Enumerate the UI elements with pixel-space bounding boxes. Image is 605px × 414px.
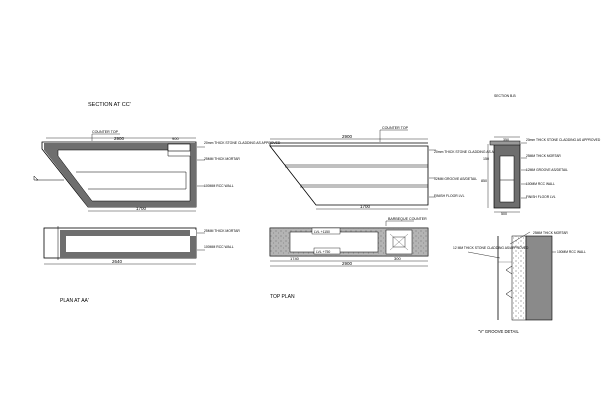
section-cc-label-cladding: 20mm THICK STONE CLADDING AS APPROVED: [204, 141, 281, 145]
plan-aa-title: PLAN AT AA': [60, 298, 89, 304]
section-bb-title: SECTION B-B: [494, 94, 516, 98]
top-plan-lvl-a: LVL +1150: [314, 230, 330, 234]
section-cc-view: SECTION AT CC' 2900 900 COUNTER TOP 1700…: [33, 102, 281, 212]
plan-aa-label-mortar: 25MM THICK MORTAR: [204, 229, 240, 233]
section-bb-void: [499, 155, 515, 203]
section-bb-label-mortar: 25MM THICK MORTAR: [526, 154, 561, 158]
v-groove-label-mortar: 25MM THICK MORTAR: [533, 231, 568, 235]
section-cc-label-mortar: 25MM THICK MORTAR: [204, 157, 240, 161]
elevation-counter-top-label: COUNTER TOP: [382, 126, 409, 130]
elevation-cladding: [269, 145, 429, 206]
v-groove-label-cladding: 12 MM THICK STONE CLADDING AS/APPROVED: [453, 246, 529, 250]
section-bb-label-wall: 100MM RCC WALL: [526, 182, 555, 186]
section-bb-label-cladding: 20mm THICK STONE CLADDING AS APPROVED: [526, 138, 601, 142]
section-cc-dim-step: 900: [172, 136, 179, 141]
section-cc-counter-top-label: COUNTER TOP: [92, 130, 119, 134]
level-marker-icon: [33, 175, 39, 181]
v-groove-label-wall: 100MM RCC WALL: [557, 250, 586, 254]
v-groove-wall: [525, 235, 553, 321]
plan-aa-label-wall: 100MM RCC WALL: [204, 245, 234, 249]
section-cc-opening: [167, 143, 191, 152]
top-plan-lvl-b: LVL +750: [316, 250, 330, 254]
top-plan-view: LVL +1150 LVL +750 BARBEQUE COUNTER 1740…: [269, 217, 429, 300]
section-bb-dim-bottom: 500: [501, 212, 507, 216]
section-bb-top: [489, 140, 521, 146]
v-groove-detail: 25MM THICK MORTAR 100MM RCC WALL 12 MM T…: [453, 231, 586, 334]
section-cc-dim-top: 2900: [114, 136, 125, 141]
top-plan-dim-small: 300: [394, 256, 401, 261]
section-bb-label-groove: 12MM GROOVE AS/DETAIL: [526, 168, 568, 172]
section-cc-void: [57, 149, 191, 202]
elevation-label-cladding: 20mm THICK STONE CLADDING AS APPROVED: [434, 150, 511, 154]
top-plan-title: TOP PLAN: [270, 294, 295, 300]
top-plan-barbeque-label: BARBEQUE COUNTER: [388, 217, 427, 221]
section-cc-title: SECTION AT CC': [88, 102, 131, 108]
elevation-label-groove: 12MM GROOVE AS/DETAIL: [434, 177, 477, 181]
section-bb-dim-h1: 150: [483, 157, 489, 161]
top-plan-dim-total: 2900: [342, 261, 353, 266]
section-cc-shelf: [76, 171, 187, 190]
section-bb-view: SECTION B-B 350 500 150 850 20mm THICK S…: [481, 94, 601, 216]
elevation-dim-base: 1700: [360, 204, 371, 209]
top-plan-dim-sub: 1740: [290, 256, 300, 261]
elevation-label-floor: FINISH FLOOR LVL: [434, 194, 465, 198]
v-groove-notch: [505, 265, 513, 275]
v-groove-title: "V" GROOVE DETAIL: [478, 329, 519, 334]
plan-aa-view: 2640 25MM THICK MORTAR 100MM RCC WALL PL…: [43, 226, 240, 304]
section-cc-dim-base: 1700: [136, 206, 147, 211]
section-bb-dim-h2: 850: [481, 179, 487, 183]
section-bb-dim-top: 350: [503, 138, 509, 142]
section-cc-label-wall: 100MM RCC WALL: [204, 184, 234, 188]
section-cc-cladding: [44, 143, 196, 207]
section-bb-label-floor: FINISH FLOOR LVL: [526, 195, 556, 199]
elevation-view: 2900 1700 COUNTER TOP 20mm THICK STONE C…: [269, 126, 511, 210]
plan-aa-dim-length: 2640: [112, 259, 123, 264]
plan-aa-wall: [60, 230, 196, 258]
elevation-dim-top: 2900: [342, 134, 353, 139]
